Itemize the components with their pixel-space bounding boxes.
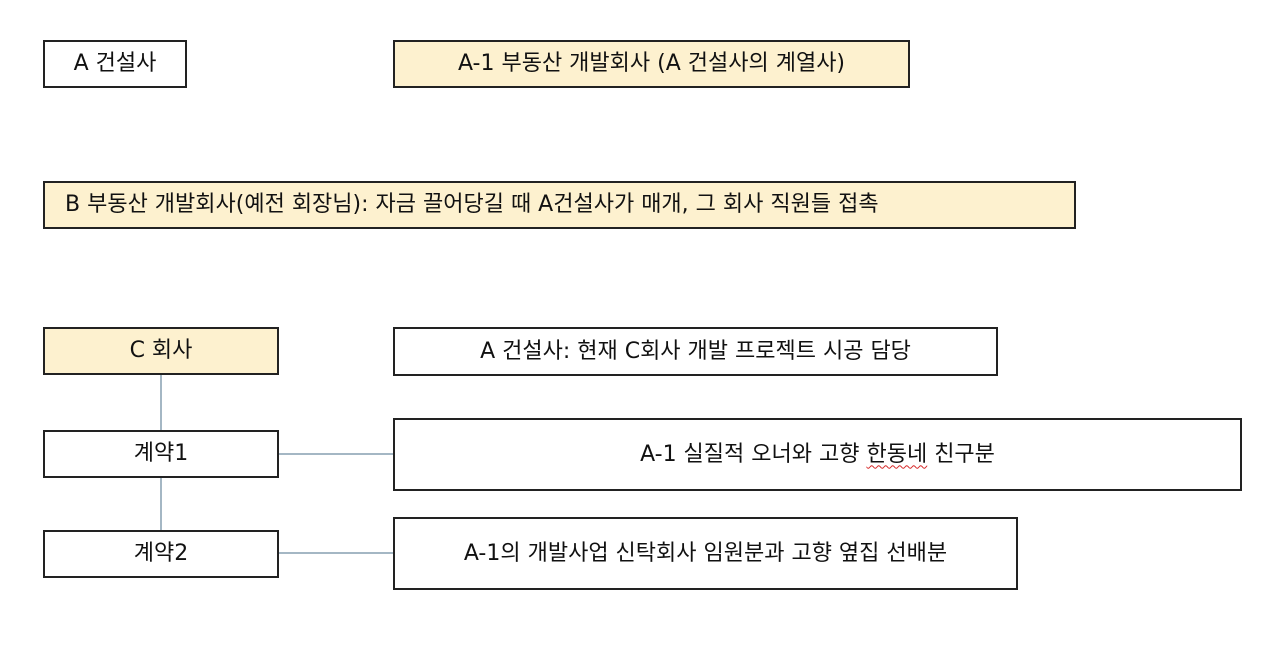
contract1-label: 계약1 [133, 441, 189, 466]
a-construction-label: A 건설사 [73, 51, 157, 76]
contract1-box: 계약1 [43, 430, 279, 478]
contract2-label: 계약2 [133, 541, 189, 566]
contract2-box: 계약2 [43, 530, 279, 578]
a1-developer-box: A-1 부동산 개발회사 (A 건설사의 계열사) [393, 40, 910, 88]
a-role-label: A 건설사: 현재 C회사 개발 프로젝트 시공 담당 [480, 338, 911, 364]
c-company-box: C 회사 [43, 327, 279, 375]
contract1-note-box: A-1 실질적 오너와 고향 한동네 친구분 [393, 418, 1242, 491]
contract2-note-label: A-1의 개발사업 신탁회사 임원분과 고향 옆집 선배분 [463, 540, 948, 566]
contract1-note-text-before: A-1 실질적 오너와 고향 [640, 441, 867, 467]
b-developer-box: B 부동산 개발회사(예전 회장님): 자금 끌어당길 때 A건설사가 매개, … [43, 181, 1076, 229]
contract1-note-label: A-1 실질적 오너와 고향 한동네 친구분 [640, 441, 995, 467]
contract2-note-box: A-1의 개발사업 신탁회사 임원분과 고향 옆집 선배분 [393, 517, 1018, 590]
contract1-note-spellcheck-word: 한동네 [866, 441, 928, 467]
contract1-note-text-after: 친구분 [927, 441, 995, 467]
c-company-label: C 회사 [129, 338, 193, 363]
a-construction-box: A 건설사 [43, 40, 187, 88]
a-role-box: A 건설사: 현재 C회사 개발 프로젝트 시공 담당 [393, 327, 998, 376]
b-developer-label: B 부동산 개발회사(예전 회장님): 자금 끌어당길 때 A건설사가 매개, … [65, 192, 879, 217]
a1-developer-label: A-1 부동산 개발회사 (A 건설사의 계열사) [457, 51, 846, 76]
